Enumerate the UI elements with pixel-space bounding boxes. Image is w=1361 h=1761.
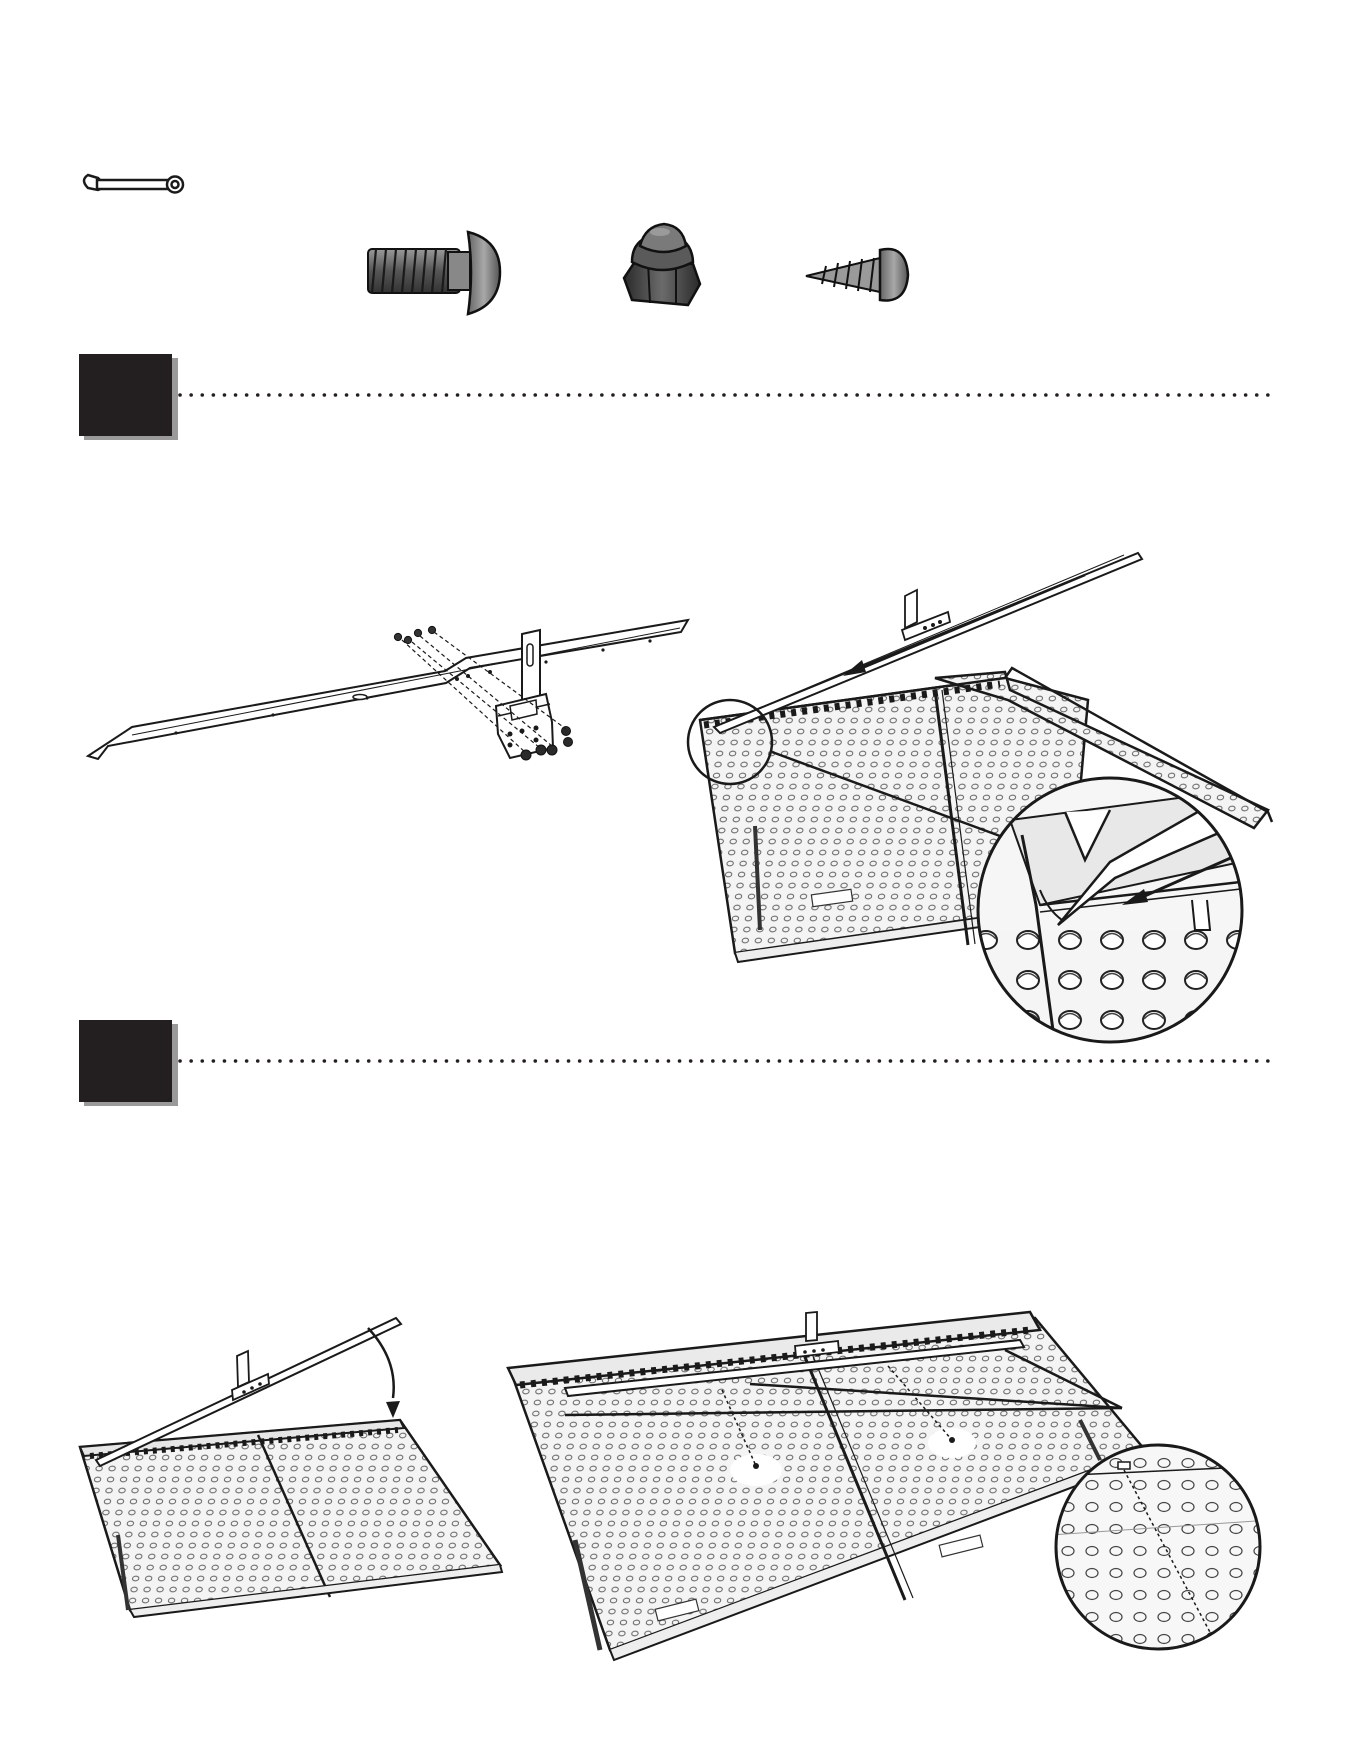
lock-nut-icon [624, 224, 700, 305]
step-2-marker [79, 1020, 178, 1106]
wrench-icon [84, 175, 183, 193]
rail-bracket-exploded [88, 620, 688, 760]
exploded-bolts [394, 626, 435, 643]
rail-insertion-detail [688, 553, 1272, 1050]
carriage-bolt-icon [368, 232, 500, 314]
rail-screw-detail [508, 1312, 1270, 1660]
self-tapping-screw-icon [806, 249, 908, 300]
step-1-marker [79, 354, 178, 440]
rail-rotate-down [80, 1318, 502, 1617]
